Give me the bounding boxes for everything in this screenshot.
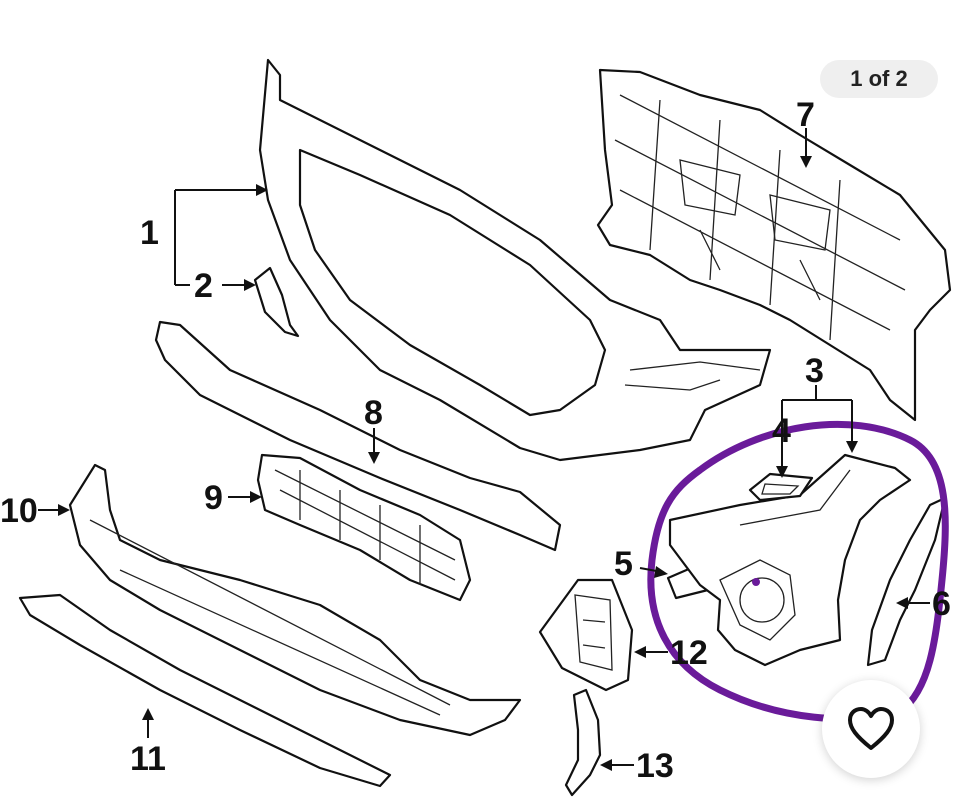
callout-labels: 1 2 3 4 5 6 7 8 9 10 11 12 13 (0, 96, 951, 785)
part-2-trim-cap (253, 266, 300, 338)
callout-1: 1 (140, 214, 159, 252)
callout-4: 4 (772, 412, 791, 450)
part-1-grille-frame (258, 58, 772, 462)
part-11-lip-spoiler (18, 593, 392, 788)
callout-6: 6 (932, 585, 951, 623)
callout-13: 13 (636, 747, 674, 785)
part-3-corner-bumper (668, 453, 912, 667)
part-10-lower-bumper-cover (68, 463, 522, 737)
callout-10: 10 (0, 492, 38, 530)
part-13-bracket (564, 688, 602, 797)
callout-7: 7 (796, 96, 815, 134)
callout-8: 8 (364, 394, 383, 432)
callout-5: 5 (614, 545, 633, 583)
page-indicator-badge: 1 of 2 (820, 60, 938, 98)
part-4-sensor-bracket (748, 472, 814, 502)
part-9-lower-grille (256, 453, 472, 602)
page-indicator-text: 1 of 2 (850, 66, 908, 91)
heart-icon (848, 707, 894, 750)
part-6-arch-trim (866, 496, 947, 667)
callout-12: 12 (670, 634, 708, 672)
callout-2: 2 (194, 267, 213, 305)
part-7-carrier-panel (596, 68, 952, 422)
leader-lines (38, 128, 930, 771)
favorite-button[interactable] (822, 680, 920, 778)
part-12-fog-bezel (538, 578, 634, 692)
callout-11: 11 (130, 740, 166, 778)
callout-9: 9 (204, 479, 223, 517)
part-8-molding-strip (154, 320, 562, 552)
marker-dot (752, 578, 760, 586)
callout-3: 3 (805, 352, 824, 390)
